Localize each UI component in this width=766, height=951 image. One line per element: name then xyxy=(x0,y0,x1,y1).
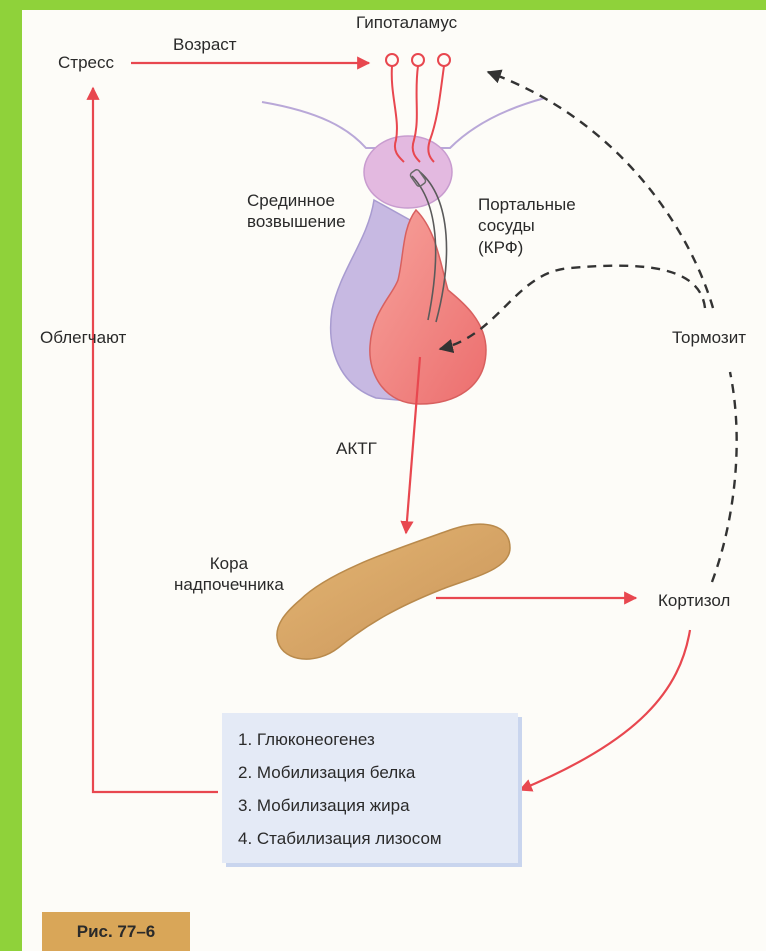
inhibit-hypothalamus-arrow xyxy=(488,72,713,308)
adrenal-cortex-label-line2: надпочечника xyxy=(174,574,284,595)
acth-label: АКТГ xyxy=(336,438,377,459)
effect-item: 2. Мобилизация белка xyxy=(238,756,518,789)
age-label: Возраст xyxy=(173,34,237,55)
portal-vessels-label: Портальные сосуды (КРФ) xyxy=(478,194,576,258)
portal-vessels-label-line3: (КРФ) xyxy=(478,237,576,258)
cortisol-label: Кортизол xyxy=(658,590,730,611)
figure-caption: Рис. 77–6 xyxy=(42,912,190,951)
facilitate-label: Облегчают xyxy=(40,327,126,348)
effect-item: 4. Стабилизация лизосом xyxy=(238,822,518,855)
median-eminence-label-line2: возвышение xyxy=(247,211,346,232)
cortisol-effects-list: 1. Глюконеогенез 2. Мобилизация белка 3.… xyxy=(222,713,518,855)
stress-label: Стресс xyxy=(58,52,114,73)
hypothalamus-label: Гипоталамус xyxy=(356,12,457,33)
inhibit-label: Тормозит xyxy=(672,327,746,348)
cortisol-effects-box: 1. Глюконеогенез 2. Мобилизация белка 3.… xyxy=(222,713,518,863)
facilitate-arrow xyxy=(93,88,218,792)
adrenal-cortex-label: Кора надпочечника xyxy=(174,553,284,596)
median-eminence-label-line1: Срединное xyxy=(247,190,346,211)
cortisol-to-inhibit-dashed xyxy=(712,372,737,582)
cortisol-to-effects-arrow xyxy=(520,630,690,790)
adrenal-cortex-shape xyxy=(277,524,510,659)
diagram-canvas: Гипоталамус Стресс Возраст Срединное воз… xyxy=(22,10,766,951)
portal-vessels-label-line2: сосуды xyxy=(478,215,576,236)
effect-item: 3. Мобилизация жира xyxy=(238,789,518,822)
median-eminence xyxy=(364,136,452,208)
portal-vessels-label-line1: Портальные xyxy=(478,194,576,215)
effect-item: 1. Глюконеогенез xyxy=(238,723,518,756)
median-eminence-label: Срединное возвышение xyxy=(247,190,346,233)
adrenal-cortex-label-line1: Кора xyxy=(174,553,284,574)
